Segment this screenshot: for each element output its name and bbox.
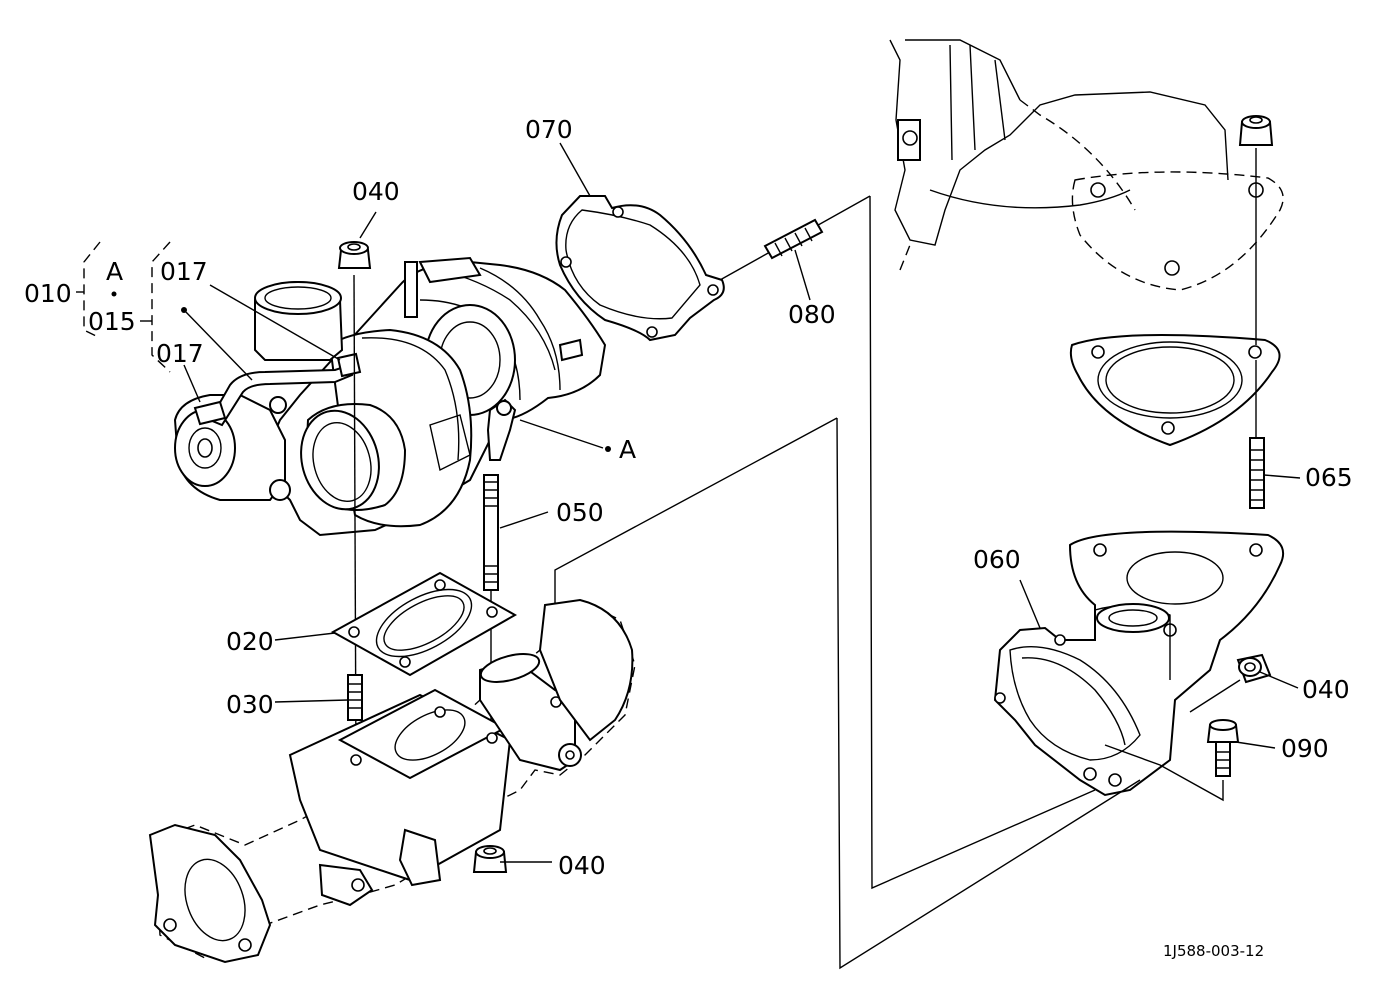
label-065: 065 <box>1305 463 1353 492</box>
label-080: 080 <box>788 300 836 329</box>
drawing-code: 1J588-003-12 <box>1163 942 1264 960</box>
turbocharger-010 <box>173 256 607 537</box>
label-040-top: 040 <box>352 177 400 206</box>
label-017-bottom: 017 <box>156 339 204 368</box>
stud-050 <box>483 474 499 591</box>
label-040-bottom: 040 <box>558 851 606 880</box>
manifold-flange <box>1071 171 1284 291</box>
exhaust-elbow-060 <box>993 530 1284 797</box>
exhaust-manifold <box>148 598 636 964</box>
label-090: 090 <box>1281 734 1329 763</box>
label-ref-a-left: A <box>106 257 123 286</box>
leader-lines <box>183 142 1301 863</box>
stud-030 <box>347 674 363 721</box>
label-070: 070 <box>525 115 573 144</box>
stud-065 <box>1249 437 1265 509</box>
flange-nut-040-right <box>1236 653 1272 684</box>
gasket-070 <box>555 195 725 342</box>
label-050: 050 <box>556 498 604 527</box>
flange-nut-040-bottom <box>472 845 508 873</box>
label-040-right: 040 <box>1302 675 1350 704</box>
gasket-020 <box>330 571 518 677</box>
label-010: 010 <box>24 279 72 308</box>
flange-nut-top-right <box>1238 115 1274 146</box>
label-015: 015 <box>88 307 136 336</box>
engine-block-outline <box>889 39 1229 271</box>
stud-080 <box>763 218 824 260</box>
label-030: 030 <box>226 690 274 719</box>
label-ref-a-right: A <box>619 435 636 464</box>
gasket-triangular <box>1069 334 1281 447</box>
flange-nut-040-top <box>337 241 372 269</box>
bolt-090 <box>1206 719 1240 777</box>
label-017-top: 017 <box>160 257 208 286</box>
label-020: 020 <box>226 627 274 656</box>
label-060: 060 <box>973 545 1021 574</box>
